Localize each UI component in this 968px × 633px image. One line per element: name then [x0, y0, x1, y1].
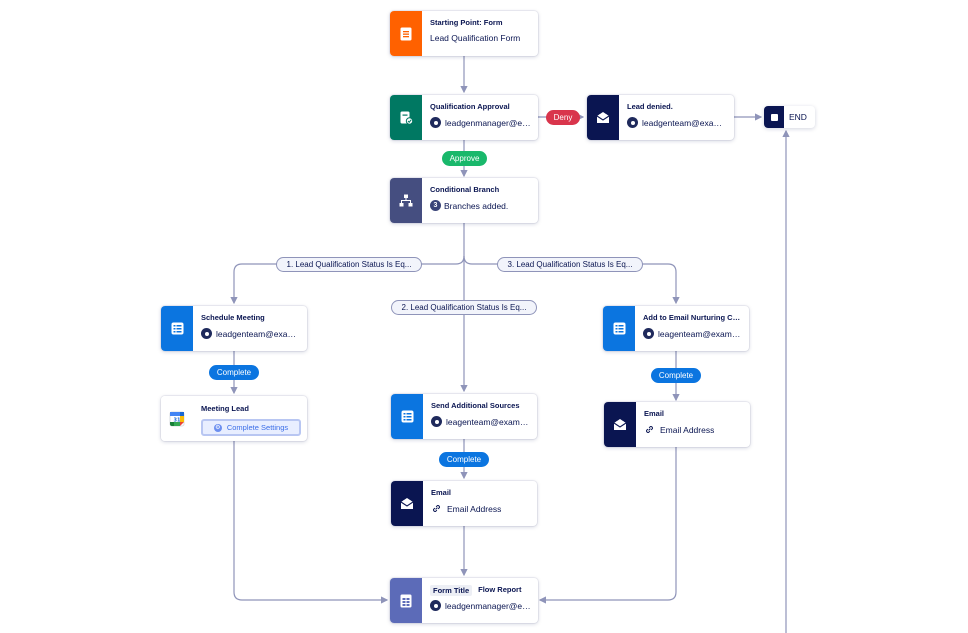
- condition-label-2[interactable]: 2. Lead Qualification Status Is Eq...: [391, 300, 537, 315]
- google-calendar-icon: 31: [169, 411, 185, 426]
- condition-label-3[interactable]: 3. Lead Qualification Status Is Eq...: [497, 257, 643, 272]
- node-icon-block: [587, 95, 619, 140]
- deny-label[interactable]: Deny: [546, 110, 580, 125]
- node-title: Conditional Branch: [430, 185, 500, 194]
- approval-check-icon: [400, 111, 413, 125]
- node-recipient: Email Address: [644, 424, 744, 435]
- start-node[interactable]: Starting Point: Form Lead Qualification …: [390, 11, 538, 56]
- flow-report-node[interactable]: Form Title Flow Report leadgenmanager@ex…: [390, 578, 538, 623]
- node-assignee: leadgenteam@exampl...: [627, 117, 728, 128]
- node-assignee: leagenteam@example...: [643, 328, 743, 339]
- node-title: Lead denied.: [627, 102, 673, 111]
- complete-label-middle[interactable]: Complete: [439, 452, 489, 467]
- report-document-icon: [400, 594, 412, 607]
- add-to-email-nurturing-node[interactable]: Add to Email Nurturing Cam... leagenteam…: [603, 306, 749, 351]
- flow-report-tag: Flow Report: [478, 585, 522, 594]
- node-title: Meeting Lead: [201, 404, 249, 413]
- node-icon-block: [604, 402, 636, 447]
- condition-label-1[interactable]: 1. Lead Qualification Status Is Eq...: [276, 257, 422, 272]
- send-additional-sources-node[interactable]: Send Additional Sources leagenteam@examp…: [391, 394, 537, 439]
- node-icon-block: [390, 578, 422, 623]
- end-label: END: [789, 112, 807, 122]
- link-icon: [646, 426, 653, 433]
- node-title: Send Additional Sources: [431, 401, 520, 410]
- email-envelope-icon: [613, 419, 627, 430]
- node-assignee: leagenteam@example...: [431, 416, 531, 427]
- svg-text:31: 31: [174, 417, 181, 423]
- node-title: Add to Email Nurturing Cam...: [643, 313, 743, 322]
- node-assignee: leadgenmanager@exa...: [430, 117, 532, 128]
- avatar-icon: [627, 117, 638, 128]
- end-node[interactable]: END: [764, 106, 815, 128]
- branch-tree-icon: [399, 194, 413, 207]
- complete-label-right[interactable]: Complete: [651, 368, 701, 383]
- task-list-icon: [401, 410, 413, 423]
- node-icon-block: [390, 11, 422, 56]
- meeting-lead-node[interactable]: 31 Meeting Lead ⚙Complete Settings: [161, 396, 307, 441]
- avatar-icon: [643, 328, 654, 339]
- avatar-icon: [431, 416, 442, 427]
- node-assignee: leadgenmanager@exa...: [430, 600, 532, 611]
- email-envelope-icon: [400, 498, 414, 509]
- qualification-approval-node[interactable]: Qualification Approval leadgenmanager@ex…: [390, 95, 538, 140]
- node-icon-block: 31: [161, 396, 193, 441]
- complete-label-left[interactable]: Complete: [209, 365, 259, 380]
- approve-label[interactable]: Approve: [442, 151, 487, 166]
- node-subtitle: Lead Qualification Form: [430, 33, 521, 43]
- node-icon-block: [390, 95, 422, 140]
- settings-gear-icon: ⚙: [213, 423, 222, 432]
- node-icon-block: [391, 481, 423, 526]
- form-document-icon: [400, 27, 412, 40]
- branch-count-badge: 3: [430, 200, 441, 211]
- node-title: Qualification Approval: [430, 102, 510, 111]
- task-list-icon: [613, 322, 625, 335]
- avatar-icon: [430, 117, 441, 128]
- report-tags: Form Title Flow Report: [430, 585, 532, 596]
- node-title: Schedule Meeting: [201, 313, 265, 322]
- complete-settings-button[interactable]: ⚙Complete Settings: [201, 419, 301, 436]
- node-icon-block: [603, 306, 635, 351]
- lead-denied-node[interactable]: Lead denied. leadgenteam@exampl...: [587, 95, 734, 140]
- form-title-tag: Form Title: [430, 585, 473, 596]
- link-icon: [433, 505, 440, 512]
- node-title: Email: [644, 409, 665, 418]
- node-icon-block: [391, 394, 423, 439]
- avatar-icon: [201, 328, 212, 339]
- node-icon-block: [161, 306, 193, 351]
- stop-square-icon: [764, 106, 784, 128]
- email-node-right[interactable]: Email Email Address: [604, 402, 750, 447]
- task-list-icon: [171, 322, 183, 335]
- email-node-middle[interactable]: Email Email Address: [391, 481, 537, 526]
- node-assignee: leadgenteam@exampl...: [201, 328, 301, 339]
- node-recipient: Email Address: [431, 503, 531, 514]
- email-envelope-icon: [596, 112, 610, 123]
- node-title: Starting Point: Form: [430, 18, 503, 27]
- avatar-icon: [430, 600, 441, 611]
- schedule-meeting-node[interactable]: Schedule Meeting leadgenteam@exampl...: [161, 306, 307, 351]
- node-title: Email: [431, 488, 452, 497]
- node-icon-block: [390, 178, 422, 223]
